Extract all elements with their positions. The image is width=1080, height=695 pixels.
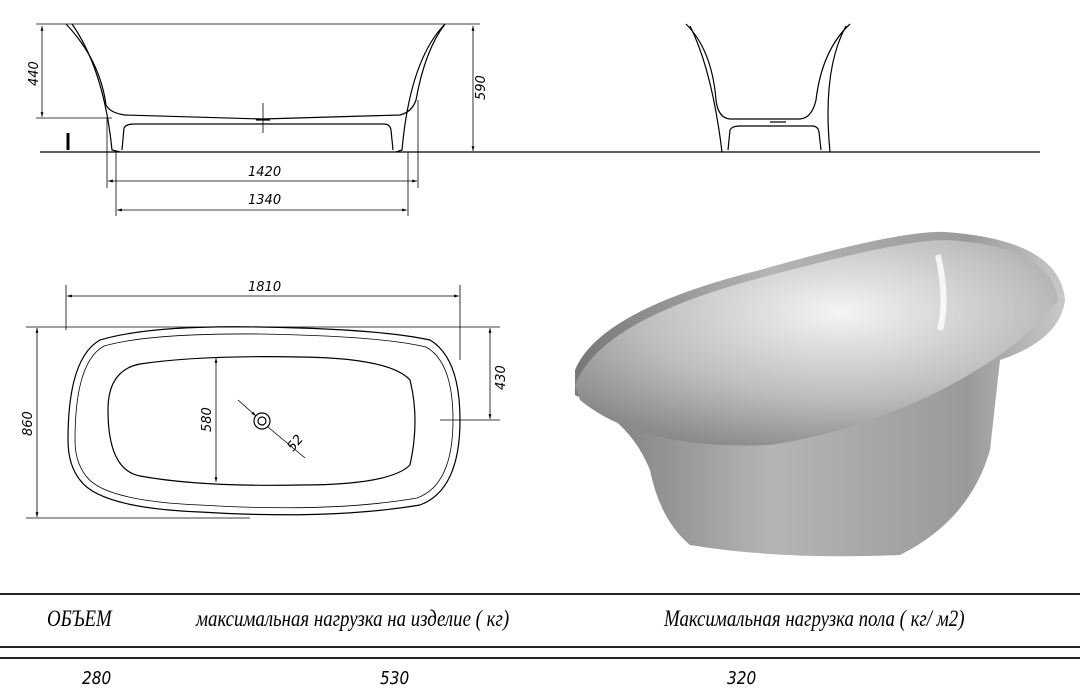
table-rule-top [0,593,1080,595]
table-rule-values [0,657,1080,659]
dim-1340: 1340 [248,193,281,208]
header-max-load-product: максимальная нагрузка на изделие ( кг) [196,606,510,631]
header-volume: ОБЪЕМ [47,606,112,631]
dim-580: 580 [200,407,215,432]
dim-440: 440 [27,61,42,86]
dim-860: 860 [21,411,36,436]
header-max-load-floor: Максимальная нагрузка пола ( кг/ м2) [664,606,965,631]
value-max-load-floor: 320 [727,668,757,689]
dim-1810: 1810 [248,280,281,295]
value-max-load-product: 530 [380,668,410,689]
dim-52: 52 [285,432,307,454]
table-rule-mid [0,646,1080,648]
dimension-labels: 440 590 1420 1340 1810 860 430 580 52 [21,61,509,454]
dim-590: 590 [474,75,489,100]
dim-1420: 1420 [248,165,281,180]
bathtub-3d-render [575,231,1065,557]
value-volume: 280 [82,668,112,689]
dim-430: 430 [494,365,509,390]
